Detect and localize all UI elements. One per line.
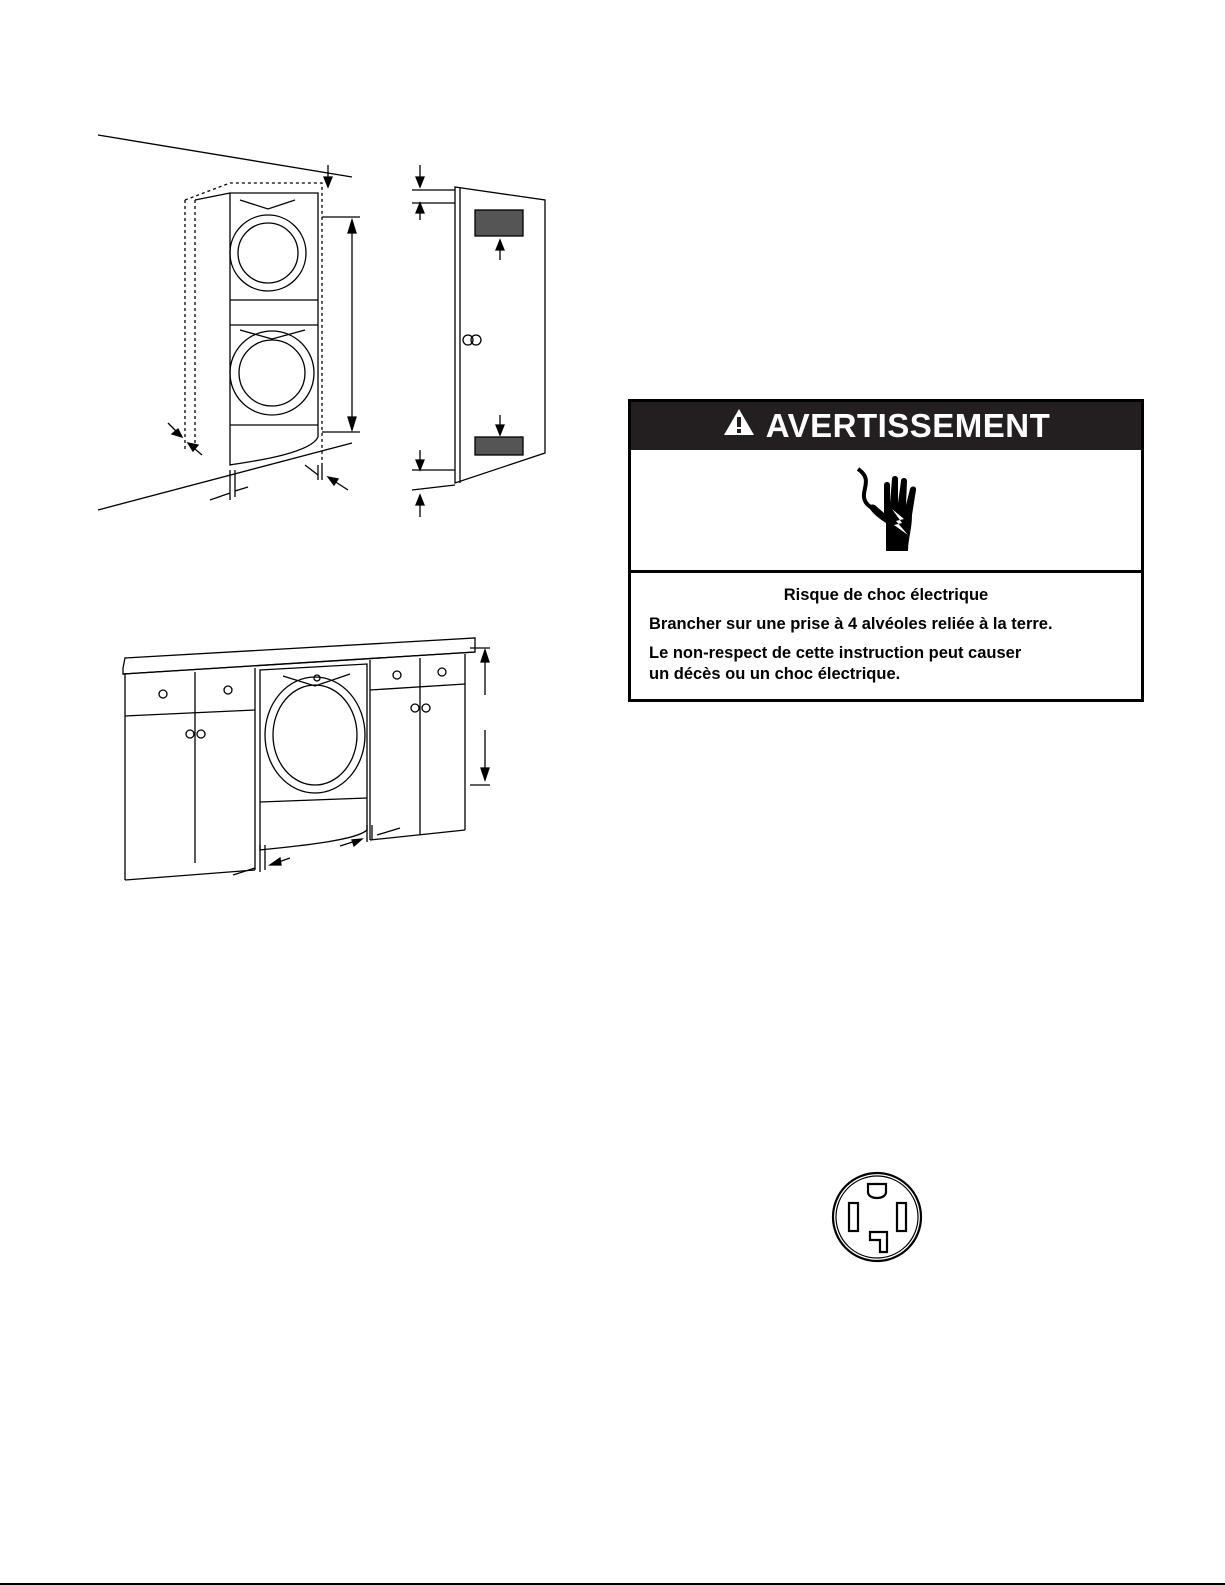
warning-header-label: AVERTISSEMENT xyxy=(766,407,1051,445)
warning-instruction: Brancher sur une prise à 4 alvéoles reli… xyxy=(649,614,1123,635)
warning-consequence-line2: un décès ou un choc électrique. xyxy=(649,664,1123,685)
warning-header: AVERTISSEMENT xyxy=(631,402,1141,450)
stacked-closet-figure xyxy=(90,125,565,530)
warning-box: AVERTISSEMENT Risque de choc électrique … xyxy=(628,399,1144,702)
warning-symbol-area xyxy=(631,450,1141,573)
warning-consequence-line1: Le non-respect de cette instruction peut… xyxy=(649,643,1123,664)
warning-title: Risque de choc électrique xyxy=(649,585,1123,606)
electrical-shock-hand-icon xyxy=(846,463,926,558)
undercounter-figure xyxy=(115,630,490,885)
warning-text: Risque de choc électrique Brancher sur u… xyxy=(631,573,1141,685)
warning-triangle-icon xyxy=(722,407,756,445)
4-prong-outlet-icon xyxy=(830,1170,925,1265)
